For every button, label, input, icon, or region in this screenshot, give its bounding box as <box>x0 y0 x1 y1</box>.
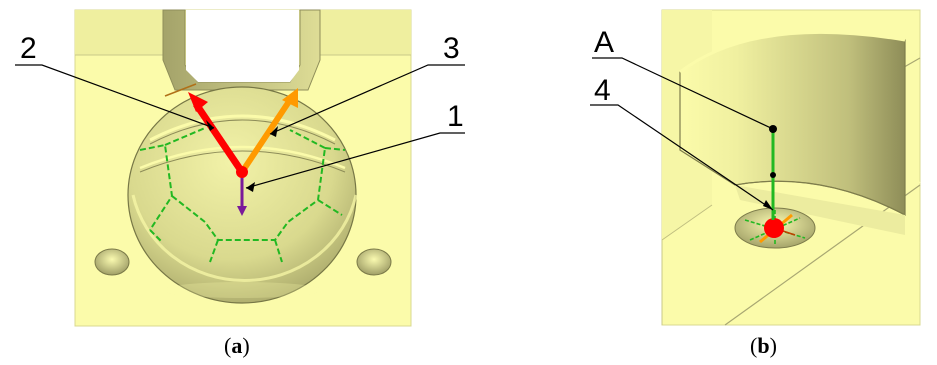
panel-b: A 4 <box>580 0 937 365</box>
mounting-hole-left <box>94 248 130 276</box>
panel-a: 2 3 1 <box>15 9 465 327</box>
caption-a: (a) <box>224 333 250 358</box>
mounting-hole-right <box>356 248 392 276</box>
caption-b: (b) <box>750 333 777 358</box>
callout-3: 3 <box>443 32 460 65</box>
callout-1: 1 <box>447 100 464 133</box>
groove-line <box>139 145 346 170</box>
block-top-step <box>320 10 411 55</box>
panel-a-figure: 2 3 1 <box>15 9 465 327</box>
vector-orange <box>239 88 298 174</box>
vector-purple <box>237 172 247 216</box>
leader-lines <box>15 64 465 189</box>
contact-mesh <box>139 127 346 263</box>
leader-lines <box>590 57 774 211</box>
callout-A: A <box>594 26 614 59</box>
sphere-center-point <box>764 218 784 238</box>
sphere-center-point <box>236 166 248 178</box>
slot-gap <box>186 10 299 70</box>
panel-b-figure: A 4 <box>590 9 921 326</box>
callout-4: 4 <box>594 74 611 107</box>
vector-red <box>188 92 245 174</box>
callout-2: 2 <box>20 32 37 65</box>
block-top-step <box>75 10 163 55</box>
slot <box>162 9 321 91</box>
groove-line <box>149 114 336 142</box>
